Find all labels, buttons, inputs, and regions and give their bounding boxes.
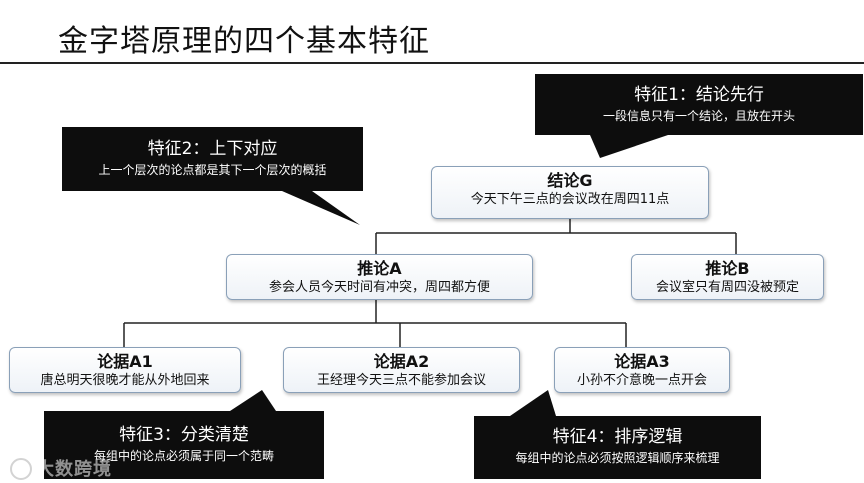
node-inference-b: 推论B 会议室只有周四没被预定	[631, 254, 824, 300]
node-desc: 王经理今天三点不能参加会议	[316, 373, 486, 388]
node-inference-a: 推论A 参会人员今天时间有冲突，周四都方便	[226, 254, 533, 300]
callout-f1-pointer	[590, 135, 668, 158]
callout-feature-4: 特征4：排序逻辑 每组中的论点必须按照逻辑顺序来梳理	[474, 416, 761, 479]
node-evidence-a1: 论据A1 唐总明天很晚才能从外地回来	[9, 347, 241, 393]
callout-title: 特征1：结论先行	[634, 85, 764, 105]
callout-desc: 每组中的论点必须属于同一个范畴	[93, 449, 274, 463]
node-evidence-a3: 论据A3 小孙不介意晚一点开会	[554, 347, 730, 393]
page-title: 金字塔原理的四个基本特征	[58, 24, 430, 59]
node-title: 结论G	[547, 171, 593, 190]
callout-feature-1: 特征1：结论先行 一段信息只有一个结论，且放在开头	[535, 74, 863, 135]
callout-feature-2: 特征2：上下对应 上一个层次的论点都是其下一个层次的概括	[62, 127, 363, 191]
node-desc: 今天下午三点的会议改在周四11点	[470, 192, 670, 207]
node-desc: 小孙不介意晚一点开会	[576, 373, 707, 388]
node-desc: 唐总明天很晚才能从外地回来	[40, 373, 210, 388]
node-title: 推论A	[357, 259, 402, 278]
callout-f4-pointer	[510, 390, 556, 416]
callout-desc: 一段信息只有一个结论，且放在开头	[602, 109, 795, 123]
callout-f3-pointer	[230, 390, 276, 411]
node-title: 论据A3	[614, 352, 670, 371]
node-title: 推论B	[705, 259, 750, 278]
callout-title: 特征2：上下对应	[147, 139, 278, 159]
callout-title: 特征3：分类清楚	[119, 425, 249, 445]
callout-feature-3: 特征3：分类清楚 每组中的论点必须属于同一个范畴	[44, 411, 324, 479]
watermark: 大数跨境	[36, 459, 112, 480]
callout-f2-pointer	[282, 191, 360, 225]
watermark-logo-icon	[10, 458, 32, 480]
callout-title: 特征4：排序逻辑	[552, 427, 683, 447]
node-desc: 会议室只有周四没被预定	[655, 280, 799, 295]
callout-desc: 每组中的论点必须按照逻辑顺序来梳理	[515, 451, 720, 465]
node-evidence-a2: 论据A2 王经理今天三点不能参加会议	[283, 347, 520, 393]
node-desc: 参会人员今天时间有冲突，周四都方便	[268, 280, 490, 295]
callout-desc: 上一个层次的论点都是其下一个层次的概括	[98, 163, 327, 177]
node-title: 论据A2	[373, 352, 430, 371]
node-title: 论据A1	[97, 352, 153, 371]
node-conclusion-g: 结论G 今天下午三点的会议改在周四11点	[431, 166, 709, 219]
title-divider	[0, 62, 864, 64]
